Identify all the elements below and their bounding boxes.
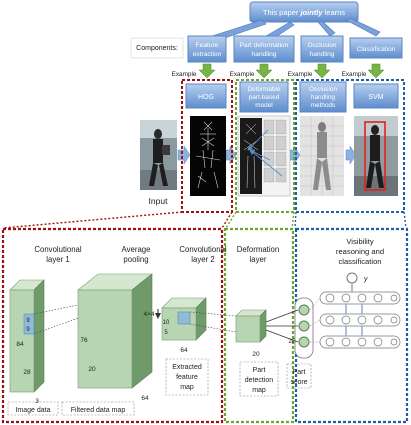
svg-text:methods: methods [311, 102, 336, 109]
conv2-title-1: Convolutional [179, 245, 227, 254]
svg-text:84: 84 [16, 341, 24, 348]
component-feature-extraction: Feature extraction [187, 35, 227, 63]
svg-text:76: 76 [80, 337, 88, 344]
hog-image [190, 116, 226, 196]
example-svm: SVM [353, 83, 399, 109]
svg-text:Image data: Image data [15, 407, 50, 414]
dpm-image [237, 115, 291, 197]
svg-text:Extracted: Extracted [172, 364, 202, 371]
svg-text:5: 5 [164, 330, 168, 336]
svg-text:9: 9 [26, 318, 30, 324]
svg-text:20: 20 [288, 338, 296, 345]
deform-title-2: layer [250, 255, 267, 264]
component-occlusion: Occlusion handling [300, 35, 344, 63]
jointly-post: learns [323, 8, 346, 17]
svg-text:20: 20 [88, 366, 96, 373]
pool-title-1: Average [122, 245, 151, 254]
example-dpm: Deformable part-based model [239, 81, 289, 113]
example-label-1: Example [172, 71, 197, 78]
svg-text:Part: Part [253, 367, 266, 374]
svg-text:model: model [255, 102, 272, 109]
svg-text:Feature: Feature [196, 42, 219, 49]
example-label-2: Example [230, 71, 255, 78]
jointly-box: This paper jointly learns [249, 1, 359, 23]
svg-text:Filtered data map: Filtered data map [71, 407, 126, 414]
svg-text:map: map [180, 384, 194, 391]
pool-title-2: pooling [123, 255, 148, 264]
part-score-nodes [294, 297, 314, 359]
jointly-emph: jointly [299, 8, 323, 17]
conv1-title-1: Convolutional [34, 245, 82, 254]
conv2-block: 4×4 10 5 64 [143, 297, 207, 354]
components-label-frame [130, 37, 184, 59]
svg-text:Part: Part [293, 369, 306, 376]
deform-title-1: Deformation [237, 245, 279, 254]
svg-text:handling: handling [310, 51, 335, 58]
svg-text:score: score [290, 379, 307, 386]
svg-text:3: 3 [35, 398, 39, 405]
green-down-arrows [198, 63, 385, 79]
svg-text:Classification: Classification [357, 46, 396, 53]
example-hog: HOG [185, 83, 227, 109]
svg-text:extraction: extraction [193, 51, 222, 58]
svg-text:Occlusion: Occlusion [308, 42, 337, 49]
svg-text:28: 28 [23, 369, 31, 376]
svg-text:9: 9 [26, 327, 30, 333]
svg-text:64: 64 [141, 395, 149, 402]
input-label: Input [149, 196, 169, 206]
input-image [140, 120, 177, 190]
caption-part-detection: Part detection map [239, 361, 279, 397]
svm-image [354, 116, 398, 196]
expansion-lines [2, 211, 407, 229]
caption-part-score: Part score [286, 363, 312, 389]
svg-text:handling: handling [252, 51, 277, 58]
deformation-block: 20 20 [235, 309, 296, 358]
caption-filtered: Filtered data map [61, 401, 135, 416]
svg-text:HOG: HOG [198, 94, 214, 101]
bottom-green-frame [223, 227, 295, 424]
component-classification: Classification [349, 37, 403, 59]
example-occlusion: Occlusion handling methods [299, 81, 347, 113]
component-part-deformation: Part deformation handling [233, 35, 295, 63]
svg-text:This paper jointly learns: This paper jointly learns [263, 8, 345, 17]
visibility-title-3: classification [338, 257, 381, 266]
visibility-title-1: Visibility [346, 237, 373, 246]
components-label: Components: [136, 45, 178, 52]
svg-text:Occlusion: Occlusion [309, 86, 338, 93]
svg-text:SVM: SVM [368, 94, 383, 101]
pool-block: 76 20 64 [77, 273, 153, 402]
caption-extracted: Extracted feature map [165, 358, 209, 396]
svg-text:part-based: part-based [249, 94, 280, 101]
example-label-3: Example [288, 71, 313, 78]
svg-text:64: 64 [180, 347, 188, 354]
svg-text:10: 10 [163, 320, 170, 326]
svg-text:feature: feature [176, 374, 198, 381]
svg-text:20: 20 [252, 351, 260, 358]
visibility-title-2: reasoning and [336, 247, 384, 256]
example-label-4: Example [342, 71, 367, 78]
deform-to-score-lines [265, 309, 299, 343]
svg-text:handling: handling [311, 94, 336, 101]
visibility-network: y [309, 272, 401, 349]
dpm-link-arrows [247, 129, 283, 177]
svg-text:Deformable: Deformable [247, 86, 280, 93]
conv2-title-2: layer 2 [191, 255, 214, 264]
conv1-block: 84 28 3 9 9 [9, 279, 45, 405]
svg-text:Part deformation: Part deformation [240, 42, 289, 49]
output-y: y [363, 276, 368, 283]
occlusion-image [300, 116, 344, 196]
jointly-pre: This paper [263, 8, 301, 17]
caption-image-data: Image data [7, 401, 59, 416]
svg-text:detection: detection [245, 377, 274, 384]
top-red-frame [181, 79, 233, 213]
conv1-title-2: layer 1 [46, 255, 69, 264]
svg-text:map: map [252, 387, 266, 394]
svg-text:4×4: 4×4 [143, 311, 154, 318]
bottom-red-frame [1, 227, 224, 424]
